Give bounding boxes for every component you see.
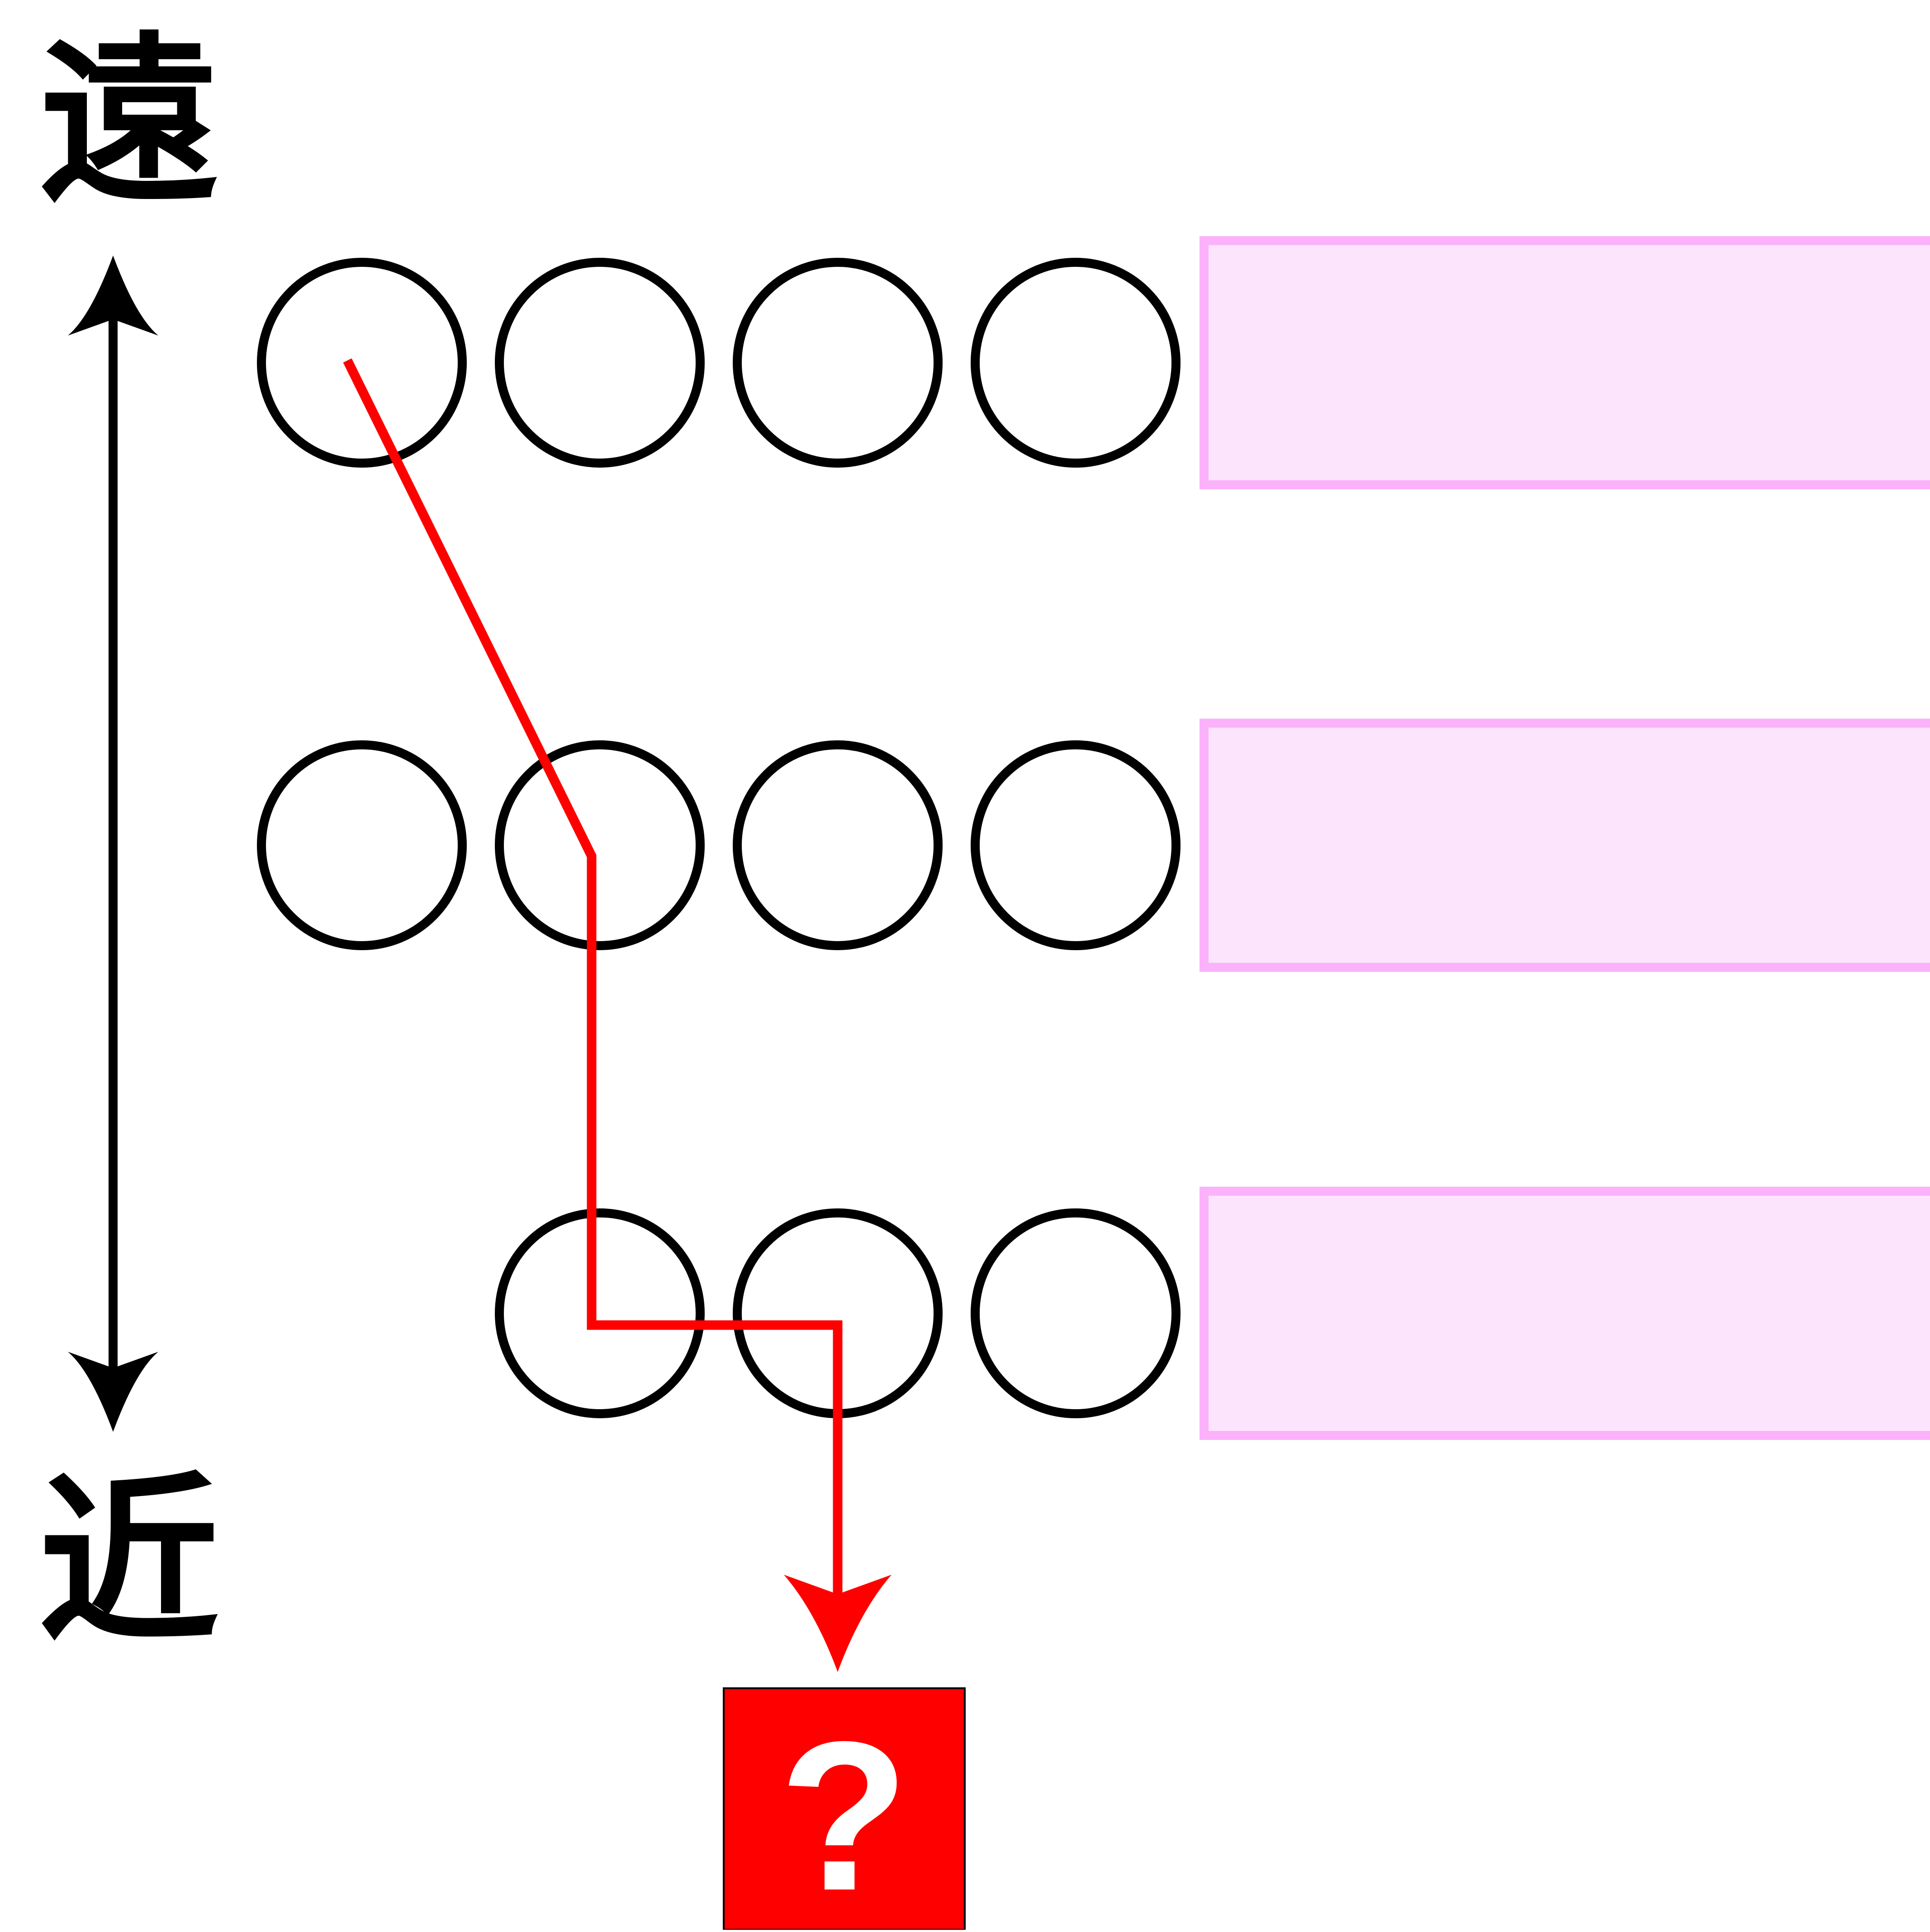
row-band: [1200, 1187, 1930, 1440]
travel-path: [343, 358, 891, 1672]
distance-axis: [68, 256, 158, 1432]
grid-circle: [733, 740, 943, 950]
far-arrowhead: [68, 256, 158, 336]
grid-circle: [495, 258, 705, 468]
grid-circle: [257, 258, 467, 468]
grid-circle: [495, 740, 705, 950]
grid-circle: [495, 1208, 705, 1418]
circle-grid: [257, 258, 1181, 1418]
grid-circle: [257, 740, 467, 950]
grid-circle: [971, 740, 1181, 950]
grid-circle: [733, 258, 943, 468]
result-box-rect: [723, 1687, 966, 1931]
near-arrowhead: [68, 1352, 158, 1432]
row-bands: [1200, 236, 1930, 1440]
far-label: 遠: [38, 17, 219, 227]
row-band: [1200, 236, 1930, 489]
grid-circle: [971, 258, 1181, 468]
result-box: ?: [723, 1687, 966, 1932]
row-band: [1200, 719, 1930, 972]
near-label: 近: [38, 1457, 219, 1667]
travel-path-arrowhead: [784, 1575, 891, 1672]
question-mark-icon: ?: [779, 1697, 909, 1930]
grid-circle: [971, 1208, 1181, 1418]
travel-path-line: [343, 358, 843, 1601]
